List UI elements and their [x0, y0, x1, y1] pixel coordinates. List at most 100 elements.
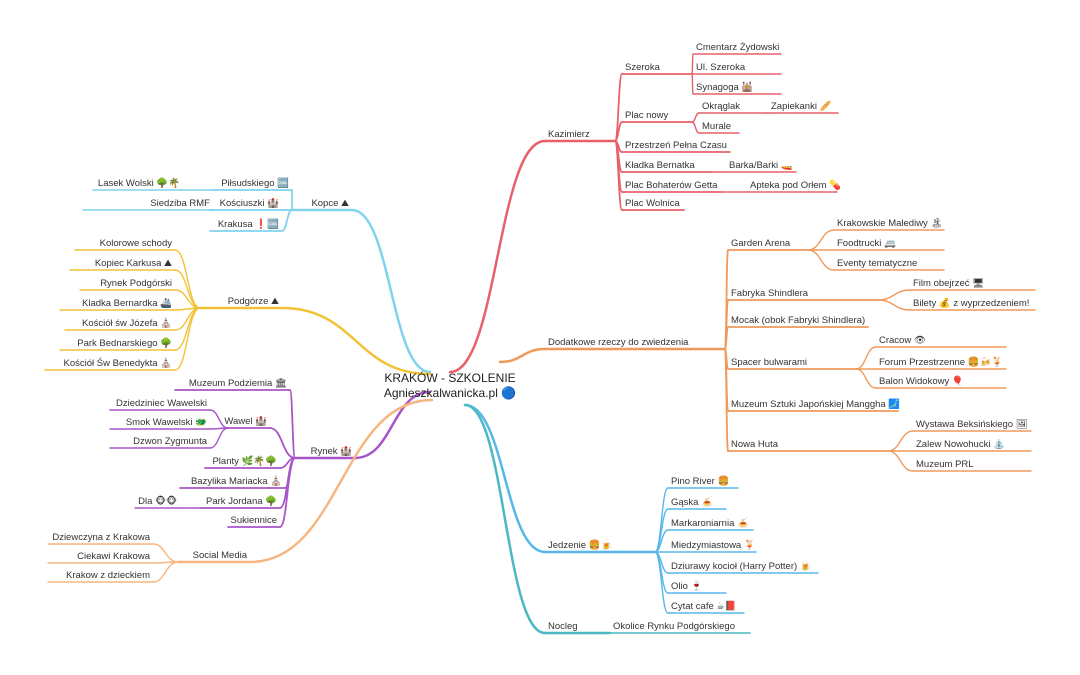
food-1-node[interactable]: Gąska 🍝 — [671, 496, 713, 508]
murale-node[interactable]: Murale — [702, 121, 731, 132]
eventy-node[interactable]: Eventy tematyczne — [837, 258, 917, 269]
bazylika-node[interactable]: Bazylika Mariacka ⛪ — [191, 475, 282, 487]
nocleg-node[interactable]: Nocleg — [548, 621, 578, 632]
apteka-node[interactable]: Apteka pod Orłem 💊 — [750, 179, 841, 191]
podgorze-3-node[interactable]: Kladka Bernardka 🚢 — [82, 297, 172, 309]
muzeum-podziemia-node-link — [289, 389, 296, 459]
dziedziniec-node[interactable]: Dziedziniec Wawelski — [116, 398, 207, 409]
cmentarz-node-link — [691, 53, 694, 75]
muzeum-podziemia-node[interactable]: Muzeum Podziemia 🏛 — [189, 377, 287, 389]
okolice-node[interactable]: Okolice Rynku Podgórskiego — [613, 621, 735, 632]
rynek-node-link — [353, 390, 432, 460]
film-node-link — [877, 289, 911, 301]
podgorze-node[interactable]: Podgórze ⛰ — [228, 296, 280, 307]
malediwy-node-link — [807, 229, 835, 251]
krakow-dzieckiem-node-link — [152, 561, 179, 583]
nowa-huta-node-link — [724, 348, 729, 452]
podgorze-6-node-link — [174, 307, 201, 371]
food-4-node[interactable]: Dziurawy kocioł (Harry Potter) 🍺 — [671, 560, 812, 572]
pilsudskiego-node[interactable]: Piłsudskiego 🆒 — [221, 177, 289, 189]
wawel-node-link — [269, 427, 296, 459]
bilety-node[interactable]: Bilety 💰 z wyprzedzeniem! — [913, 297, 1029, 309]
okraglak-node[interactable]: Okrąglak — [702, 101, 740, 112]
fabryka-node[interactable]: Fabryka Shindlera — [731, 288, 809, 299]
kazimierz-node-link — [448, 139, 547, 374]
barka-node[interactable]: Barka/Barki 🚤 — [729, 160, 793, 171]
cmentarz-node[interactable]: Cmentarz Żydowski — [696, 42, 779, 53]
eventy-node-link — [807, 249, 835, 271]
beksinski-node[interactable]: Wystawa Beksińskiego 🖼 — [916, 419, 1028, 430]
dzwon-node[interactable]: Dzwon Zygmunta — [133, 436, 208, 447]
podgorze-4-node[interactable]: Kościół św Józefa ⛪ — [82, 317, 172, 329]
krakow-dzieckiem-node[interactable]: Krakow z dzieckiem — [66, 570, 150, 581]
node-labels: KRAKÓW - SZKOLENIE Agnieszkalwanicka.pl … — [52, 42, 1029, 632]
kladka-bernatka-node[interactable]: Kładka Bernatka — [625, 160, 695, 171]
podgorze-0-node[interactable]: Kolorowe schody — [100, 238, 173, 249]
food-6-node-link — [654, 551, 669, 614]
podgorze-6-node[interactable]: Kościół Św Benedykta ⛪ — [64, 357, 172, 369]
dziewczyna-node[interactable]: Dziewczyna z Krakowa — [52, 532, 150, 543]
siedziba-rmf-node[interactable]: Siedziba RMF — [150, 198, 210, 209]
krakusa-node[interactable]: Krakusa ❗🆒 — [218, 218, 279, 230]
nowa-huta-node[interactable]: Nowa Huta — [731, 439, 779, 450]
food-6-node[interactable]: Cytat cafe ☕📕 — [671, 600, 737, 612]
food-3-node[interactable]: Miedzymiastowa 🍹 — [671, 539, 756, 551]
zalew-node[interactable]: Zalew Nowohucki ⛲ — [916, 438, 1005, 450]
food-0-node[interactable]: Pino River 🍔 — [671, 475, 729, 487]
film-node[interactable]: Film obejrzeć 🖥 — [913, 278, 984, 289]
park-jordana-node[interactable]: Park Jordana 🌳 — [206, 495, 277, 507]
ciekawi-node[interactable]: Ciekawi Krakowa — [77, 551, 151, 562]
planty-node[interactable]: Planty 🌿🌴🌳 — [212, 455, 277, 467]
wawel-node[interactable]: Wawel 🏰 — [224, 415, 267, 427]
szeroka-node[interactable]: Szeroka — [625, 62, 661, 73]
ul-szeroka-node[interactable]: Ul. Szeroka — [696, 62, 746, 73]
sukiennice-node[interactable]: Sukiennice — [231, 515, 277, 526]
dodatkowe-node-link — [498, 347, 547, 364]
podgorze-1-node[interactable]: Kopiec Karkusa ⛰ — [95, 258, 173, 269]
lasek-wolski-node[interactable]: Lasek Wolski 🌳🌴 — [98, 177, 180, 189]
kopce-node[interactable]: Kopce ⛰ — [311, 198, 350, 209]
balon-node[interactable]: Balon Widokowy 🎈 — [879, 375, 964, 387]
podgorze-1-node-link — [174, 269, 201, 309]
dziewczyna-node-link — [152, 543, 179, 563]
garden-arena-node[interactable]: Garden Arena — [731, 238, 791, 249]
jedzenie-node[interactable]: Jedzenie 🍔🍺 — [548, 539, 612, 551]
murale-node-link — [691, 121, 700, 134]
spacer-node[interactable]: Spacer bulwarami — [731, 357, 807, 368]
synagoga-node-link — [691, 73, 694, 95]
social-media-node[interactable]: Social Media — [193, 550, 248, 561]
przestrzen-node[interactable]: Przestrzeń Pełna Czasu — [625, 140, 727, 151]
prl-node[interactable]: Muzeum PRL — [916, 459, 974, 470]
connector-lines — [44, 53, 1036, 635]
foodtrucki-node[interactable]: Foodtrucki 🚐 — [837, 238, 896, 249]
cracow-node-link — [855, 346, 877, 370]
plac-nowy-node[interactable]: Plac nowy — [625, 110, 669, 121]
dodatkowe-node[interactable]: Dodatkowe rzeczy do zwiedzenia — [548, 337, 689, 348]
plac-wolnica-node[interactable]: Plac Wolnica — [625, 198, 680, 209]
cracow-node[interactable]: Cracow 👁 — [879, 335, 926, 346]
sukiennice-node-link — [279, 457, 296, 528]
kosciuszki-node[interactable]: Kościuszki 🏰 — [220, 197, 280, 209]
rynek-node[interactable]: Rynek 🏰 — [311, 445, 353, 457]
manggha-node[interactable]: Muzeum Sztuki Japońskiej Manggha 🗾 — [731, 398, 900, 410]
plac-bohaterow-node[interactable]: Plac Bohaterów Getta — [625, 180, 718, 191]
synagoga-node[interactable]: Synagoga 🕍 — [696, 81, 753, 93]
food-5-node[interactable]: Olio 🍷 — [671, 580, 702, 592]
kazimierz-node[interactable]: Kazimierz — [548, 129, 590, 140]
zapiekanki-node[interactable]: Zapiekanki 🥖 — [771, 100, 832, 112]
dla-node[interactable]: Dla 🐵🐵 — [138, 495, 177, 507]
smok-node[interactable]: Smok Wawelski 🐲 — [126, 417, 207, 428]
podgorze-2-node[interactable]: Rynek Podgórski — [100, 278, 172, 289]
podgorze-5-node[interactable]: Park Bednarskiego 🌳 — [77, 337, 172, 349]
food-2-node[interactable]: Markaroniarnia 🍝 — [671, 517, 749, 529]
forum-node[interactable]: Forum Przestrzenne 🍔🍻🍹 — [879, 356, 1003, 368]
root-subtitle[interactable]: Agnieszkalwanicka.pl 🔵 — [384, 386, 516, 400]
root-title[interactable]: KRAKÓW - SZKOLENIE — [384, 370, 515, 385]
bilety-node-link — [877, 299, 911, 311]
mocak-node[interactable]: Mocak (obok Fabryki Shindlera) — [731, 315, 865, 326]
prl-node-link — [887, 450, 914, 472]
dzwon-node-link — [209, 427, 229, 449]
plac-wolnica-node-link — [614, 140, 623, 211]
malediwy-node[interactable]: Krakowskie Malediwy 🏝 — [837, 217, 943, 229]
